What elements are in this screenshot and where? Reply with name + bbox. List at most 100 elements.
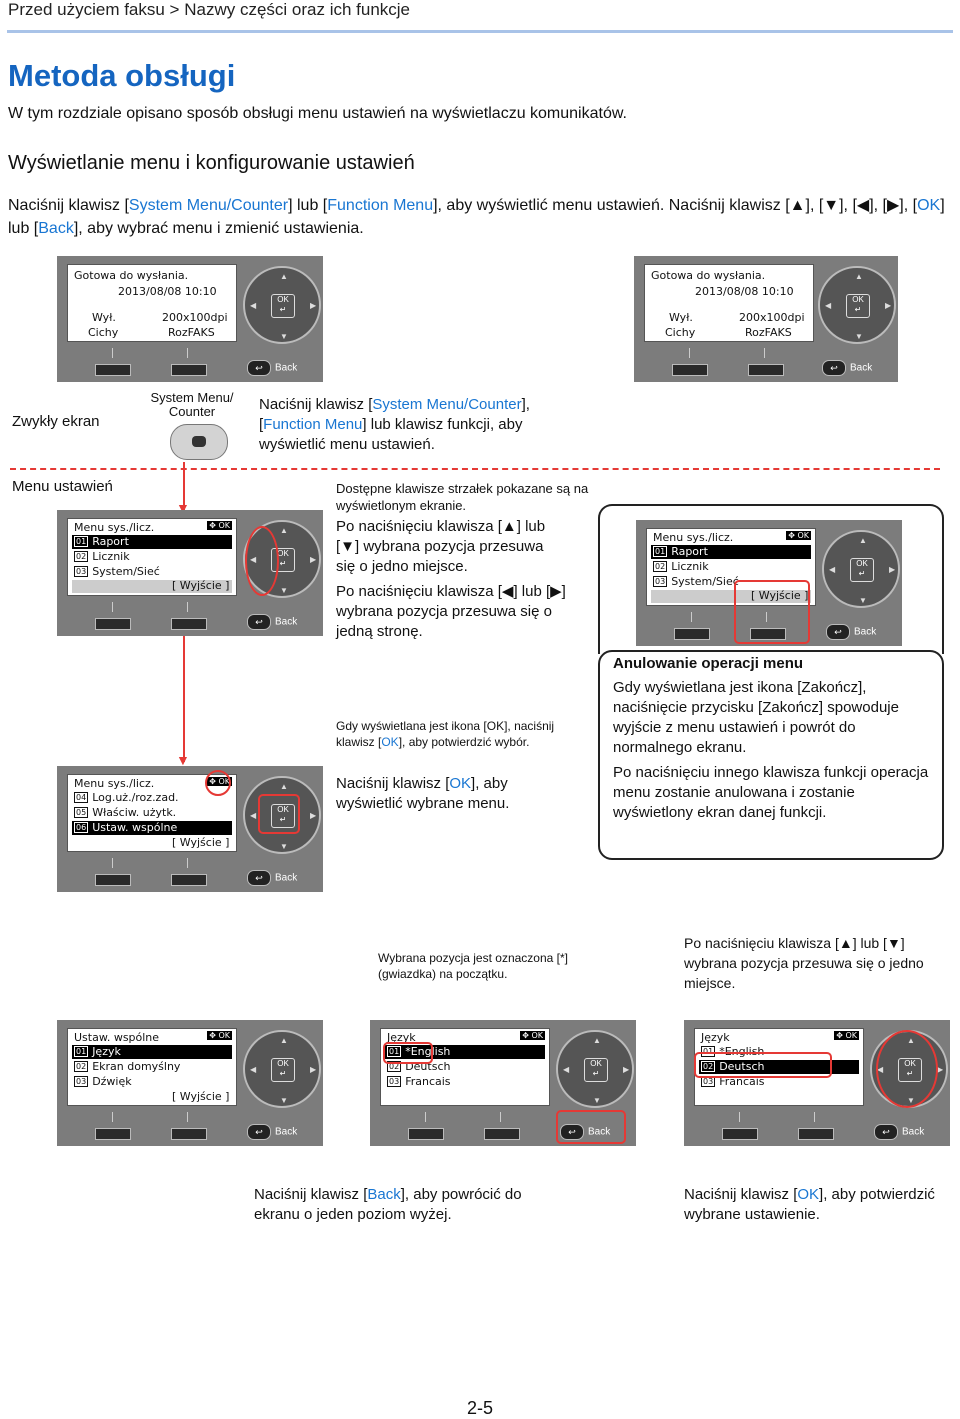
navigation-pad[interactable]: ▲▼ ◀▶ OK↵ [243,776,321,854]
exit-softkey[interactable]: [ Wyjście ] [751,589,809,602]
softkey-left-button[interactable] [722,1128,758,1140]
highlight-ok-icon [205,770,231,796]
softkey-1-top: Wył. [92,311,116,324]
exit-softkey[interactable]: [ Wyjście ] [172,836,230,849]
navigation-pad[interactable]: ▲▼ ◀▶ OK↵ [243,266,321,344]
navigation-pad[interactable]: ▲▼ ◀▶ OK↵ [822,530,900,608]
menu-title: Ustaw. wspólne [74,1031,160,1044]
confirm-step-text: Naciśnij klawisz [OK], aby potwierdzić w… [684,1186,935,1223]
datetime-text: 2013/08/08 10:10 [118,285,217,298]
cancel-title: Anulowanie operacji menu [613,655,804,672]
header-rule [7,30,953,33]
softkey-left-button[interactable] [95,874,131,886]
back-button[interactable]: ↩Back [247,1124,297,1140]
list-item[interactable]: 01*English [701,1045,765,1058]
softkey-right-button[interactable] [171,874,207,886]
star-note: Wybrana pozycja jest oznaczona [*] (gwia… [378,951,568,981]
settings-menu-label: Menu ustawień [12,478,113,495]
leftright-note: Po naciśnięciu klawisza [◀] lub [▶] wybr… [336,583,566,640]
back-button[interactable]: ↩Back [826,624,876,640]
ok-icon: ✥ OK [520,1031,545,1040]
control-panel-home: Gotowa do wysłania. 2013/08/08 10:10 Wył… [57,256,323,382]
normal-screen-label: Zwykły ekran [12,413,100,430]
back-button[interactable]: ↩Back [874,1124,924,1140]
datetime-text: 2013/08/08 10:10 [695,285,794,298]
softkey-1-bottom: Cichy [88,326,119,339]
section-divider [10,468,940,470]
page-title: Metoda obsługi [8,58,236,93]
softkey-2-top: 200x100dpi [162,311,228,324]
navigation-pad[interactable]: ▲▼ ◀▶ OK↵ [556,1030,634,1108]
back-step-text: Naciśnij klawisz [Back], aby powrócić do… [254,1186,522,1223]
back-button[interactable]: ↩Back [247,360,297,376]
navigation-pad[interactable]: ▲▼ ◀▶ OK↵ [243,1030,321,1108]
page-number: 2-5 [466,1398,493,1418]
softkey-left-button[interactable] [95,1128,131,1140]
list-item[interactable]: 01*English [385,1045,545,1059]
softkey-right-button[interactable] [748,364,784,376]
highlight-selected-item [694,1052,832,1078]
menu-title: Język [701,1031,730,1044]
softkey-2-top: 200x100dpi [739,311,805,324]
display-home: Gotowa do wysłania. 2013/08/08 10:10 Wył… [644,264,814,342]
highlight-exit [734,580,810,644]
ok-icon: ✥ OK [207,1031,232,1040]
system-menu-key-label: System Menu/ Counter [150,390,234,419]
ok-button[interactable]: OK↵ [584,1058,608,1082]
softkey-left-button[interactable] [674,628,710,640]
system-menu-button[interactable] [170,424,228,460]
softkey-right-button[interactable] [798,1128,834,1140]
ok-button[interactable]: OK↵ [850,558,874,582]
ok-button[interactable]: OK↵ [271,1058,295,1082]
ok-button[interactable]: OK↵ [271,804,295,828]
softkey-right-button[interactable] [171,364,207,376]
softkey-left-button[interactable] [408,1128,444,1140]
back-button[interactable]: ↩Back [822,360,872,376]
back-button[interactable]: ↩Back [560,1124,610,1140]
navigation-pad[interactable]: ▲▼ ◀▶ OK↵ [818,266,896,344]
softkey-right-button[interactable] [171,618,207,630]
highlight-arrows [245,526,279,596]
softkey-left-button[interactable] [95,618,131,630]
exit-softkey[interactable]: [ Wyjście ] [172,579,230,592]
cancel-callout [598,650,944,860]
softkey-2-bottom: RozFAKS [745,326,792,339]
softkey-left-button[interactable] [95,364,131,376]
status-text: Gotowa do wysłania. [74,269,189,282]
highlight-ok-button [258,794,300,834]
softkey-left-button[interactable] [672,364,708,376]
menu-title: Menu sys./licz. [653,531,734,544]
back-button[interactable]: ↩Back [247,870,297,886]
ok-button[interactable]: OK↵ [846,294,870,318]
back-button[interactable]: ↩Back [247,614,297,630]
breadcrumb: Przed użyciem faksu > Nazwy części oraz … [8,0,411,19]
exit-softkey[interactable]: [ Wyjście ] [172,1090,230,1103]
menu-title: Menu sys./licz. [74,777,155,790]
softkey-right-button[interactable] [750,628,786,640]
highlight-star-item [383,1042,433,1064]
softkey-right-button[interactable] [484,1128,520,1140]
softkey-right-button[interactable] [171,1128,207,1140]
ok-icon: ✥ OK [207,521,232,530]
ok-button[interactable]: OK↵ [271,294,295,318]
menu-title: Menu sys./licz. [74,521,155,534]
